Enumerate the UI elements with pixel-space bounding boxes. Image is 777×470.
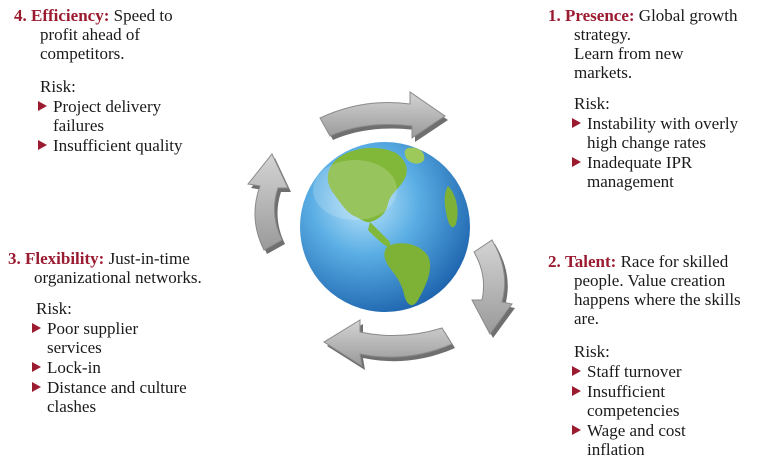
presence-desc-line: Learn from new: [574, 44, 684, 63]
bullet-triangle-icon: [572, 118, 581, 128]
risk-item: Insufficient quality: [36, 136, 234, 155]
risk-text: Insufficient: [587, 382, 666, 401]
risk-text: management: [587, 172, 674, 191]
efficiency-desc-line: Speed to: [113, 6, 173, 25]
globe-cycle-graphic: [247, 91, 515, 370]
risk-text: competencies: [587, 401, 680, 420]
talent-title: Talent:: [565, 252, 617, 271]
talent-number: 2.: [548, 252, 561, 271]
talent-desc-line: people. Value creation: [574, 271, 726, 290]
bullet-triangle-icon: [572, 157, 581, 167]
bullet-triangle-icon: [32, 323, 41, 333]
bullet-triangle-icon: [38, 101, 47, 111]
risk-text: Instability with overly: [587, 114, 739, 133]
flexibility-number: 3.: [8, 249, 21, 268]
efficiency-desc-line: profit ahead of: [40, 25, 141, 44]
flexibility-desc-line: Just-in-time: [108, 249, 190, 268]
risk-item: Lock-in: [30, 358, 268, 377]
quadrant-flexibility: 3. Flexibility: Just-in-time organizatio…: [8, 249, 268, 416]
bullet-triangle-icon: [38, 140, 47, 150]
bullet-triangle-icon: [32, 382, 41, 392]
quadrant-presence: 1. Presence: Global growth strategy. Lea…: [548, 6, 773, 191]
flexibility-heading: 3. Flexibility: Just-in-time: [8, 249, 268, 268]
talent-risk-label: Risk:: [574, 342, 610, 361]
talent-desc-line: Race for skilled: [620, 252, 729, 271]
risk-text: inflation: [587, 440, 645, 459]
risk-text: Wage and cost: [587, 421, 686, 440]
talent-heading: 2. Talent: Race for skilled: [548, 252, 773, 271]
bullet-triangle-icon: [572, 386, 581, 396]
talent-desc-line: happens where the skills: [574, 290, 741, 309]
cycle-arrow-icon: [471, 239, 515, 338]
cycle-arrow-icon: [247, 153, 291, 254]
presence-desc-line: markets.: [574, 63, 633, 82]
risk-text: failures: [53, 116, 104, 135]
risk-item: Staff turnover: [570, 362, 773, 381]
bullet-triangle-icon: [572, 366, 581, 376]
quadrant-efficiency: 4. Efficiency: Speed to profit ahead of …: [14, 6, 234, 155]
risk-text: Staff turnover: [587, 362, 682, 381]
efficiency-number: 4.: [14, 6, 27, 25]
presence-title: Presence:: [565, 6, 635, 25]
risk-text: Distance and culture: [47, 378, 187, 397]
risk-text: Insufficient quality: [53, 136, 183, 155]
bullet-triangle-icon: [32, 362, 41, 372]
quadrant-talent: 2. Talent: Race for skilled people. Valu…: [548, 252, 773, 459]
flexibility-title: Flexibility:: [25, 249, 105, 268]
risk-text: Inadequate IPR: [587, 153, 693, 172]
efficiency-title: Efficiency:: [31, 6, 110, 25]
flexibility-desc-line: organizational networks.: [34, 268, 202, 287]
cycle-arrow-icon: [319, 91, 448, 142]
presence-number: 1.: [548, 6, 561, 25]
presence-desc-line: Global growth: [638, 6, 738, 25]
risk-text: Project delivery: [53, 97, 162, 116]
efficiency-desc-line: competitors.: [40, 44, 125, 63]
bullet-triangle-icon: [572, 425, 581, 435]
risk-text: clashes: [47, 397, 97, 416]
globe-icon: [300, 142, 470, 312]
risk-text: services: [47, 338, 102, 357]
risk-text: Lock-in: [47, 358, 101, 377]
efficiency-heading: 4. Efficiency: Speed to: [14, 6, 234, 25]
presence-heading: 1. Presence: Global growth: [548, 6, 773, 25]
presence-risk-label: Risk:: [574, 94, 610, 113]
risk-text: Poor supplier: [47, 319, 139, 338]
efficiency-risk-label: Risk:: [40, 77, 76, 96]
risk-text: high change rates: [587, 133, 706, 152]
presence-desc-line: strategy.: [574, 25, 631, 44]
cycle-arrow-icon: [323, 319, 455, 370]
talent-desc-line: are.: [574, 309, 600, 328]
flexibility-risk-label: Risk:: [36, 299, 72, 318]
